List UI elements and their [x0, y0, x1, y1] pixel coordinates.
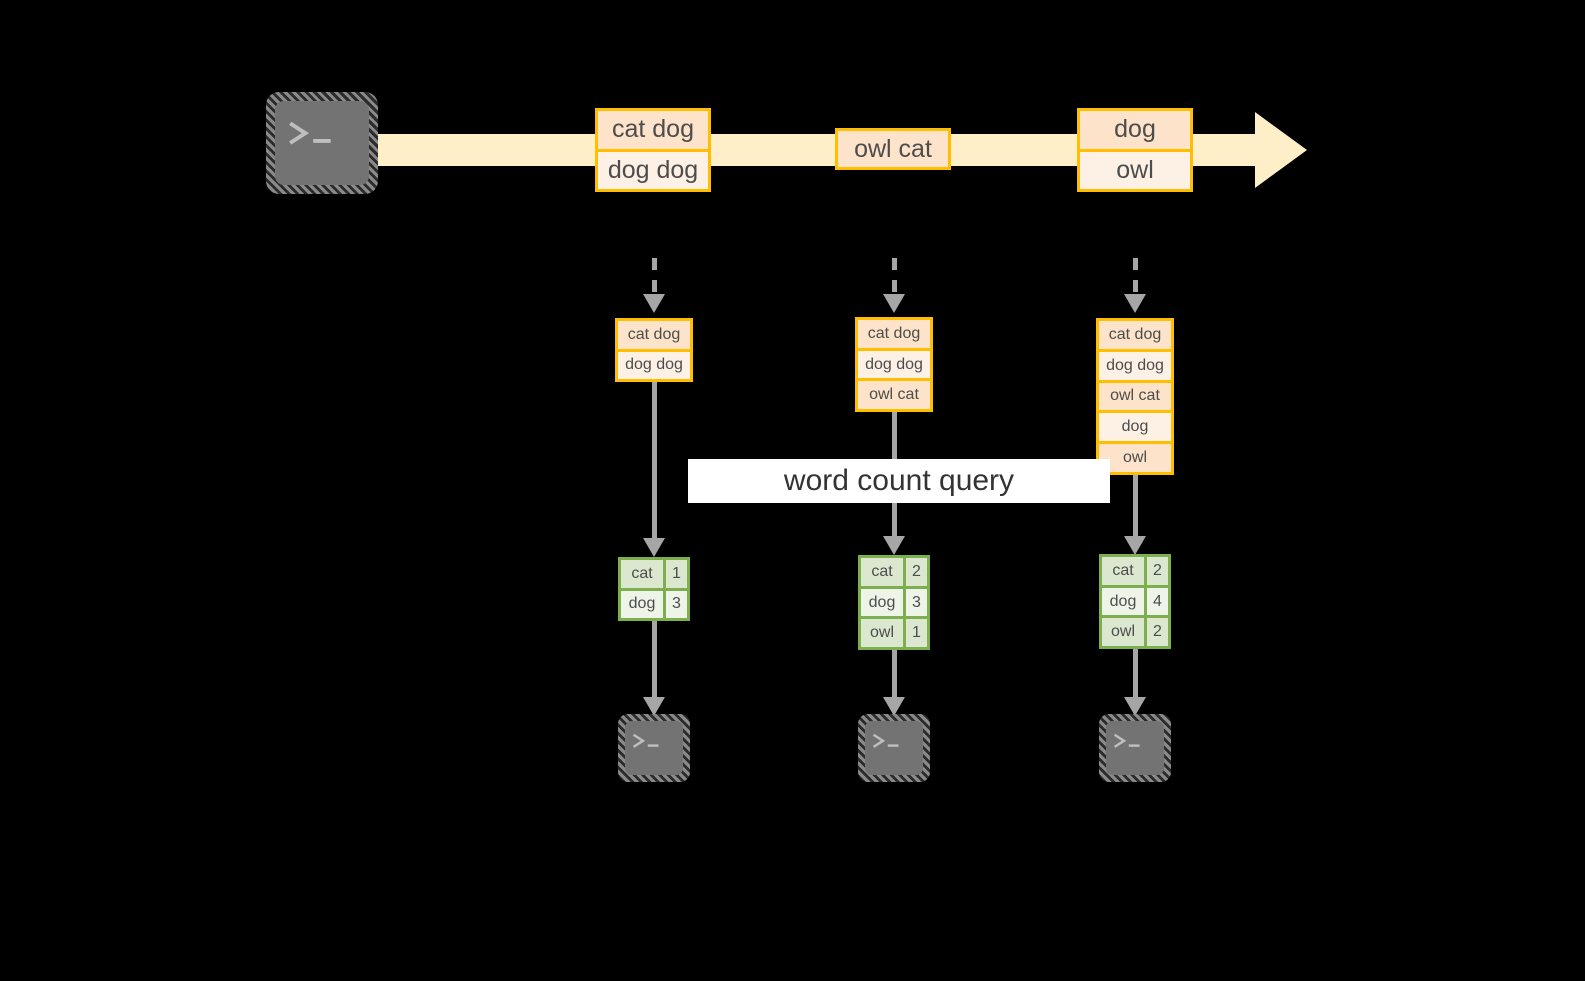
batch-line: owl cat [858, 378, 930, 410]
sink-terminal-icon-2[interactable] [858, 714, 930, 782]
terminal-prompt-icon [289, 122, 331, 146]
query-label: word count query [783, 464, 1015, 497]
table-cell-count: 3 [903, 588, 927, 617]
table-cell-word: cat [861, 558, 903, 586]
table-row: owl 2 [1102, 615, 1168, 647]
query-arrow-3 [1121, 475, 1149, 555]
query-arrow-1 [640, 382, 668, 557]
table-cell-word: owl [861, 619, 903, 648]
batch-line: dog dog [858, 347, 930, 379]
table-cell-count: 2 [1144, 618, 1168, 647]
message-line: owl [1080, 148, 1190, 189]
result-table-3[interactable]: cat 2 dog 4 owl 2 [1099, 554, 1171, 649]
batch-line: owl cat [1099, 379, 1171, 411]
sink-terminal-icon-1[interactable] [618, 714, 690, 782]
terminal-prompt-icon [632, 733, 659, 748]
table-cell-word: dog [1102, 587, 1144, 616]
terminal-screen [275, 101, 369, 185]
table-row: cat 2 [1102, 557, 1168, 585]
sink-arrow-2 [880, 650, 908, 716]
trigger-connector-2 [880, 258, 908, 313]
result-table-1[interactable]: cat 1 dog 3 [618, 557, 690, 621]
terminal-screen [625, 721, 683, 775]
table-cell-word: cat [1102, 557, 1144, 585]
terminal-screen [865, 721, 923, 775]
table-cell-word: owl [1102, 618, 1144, 647]
table-cell-word: cat [621, 560, 663, 588]
message-line: dog [1080, 111, 1190, 149]
query-label-band: word count query [688, 459, 1110, 503]
batch-line: cat dog [618, 321, 690, 349]
table-row: cat 1 [621, 560, 687, 588]
table-cell-count: 1 [663, 560, 687, 588]
sink-arrow-3 [1121, 649, 1149, 716]
table-row: dog 3 [621, 587, 687, 618]
batch-line: dog dog [1099, 348, 1171, 380]
table-cell-count: 4 [1144, 587, 1168, 616]
terminal-prompt-icon [872, 733, 899, 748]
message-line: dog dog [598, 148, 708, 189]
source-terminal-icon[interactable] [266, 92, 378, 194]
trigger-connector-3 [1121, 258, 1149, 313]
table-cell-count: 1 [903, 619, 927, 648]
table-cell-word: dog [621, 590, 663, 618]
table-row: owl 1 [861, 616, 927, 648]
trigger-connector-1 [640, 258, 668, 313]
stream-message-2[interactable]: owl cat [835, 128, 951, 170]
table-cell-count: 2 [903, 558, 927, 586]
stream-arrowhead [1255, 112, 1307, 188]
table-cell-word: dog [861, 588, 903, 617]
table-row: dog 4 [1102, 584, 1168, 616]
sink-arrow-1 [640, 621, 668, 716]
batch-box-2[interactable]: cat dog dog dog owl cat [855, 317, 933, 412]
table-row: dog 3 [861, 585, 927, 617]
batch-line: cat dog [858, 320, 930, 348]
batch-line: owl [1099, 441, 1171, 472]
terminal-screen [1106, 721, 1164, 775]
batch-line: cat dog [1099, 321, 1171, 349]
table-cell-count: 2 [1144, 557, 1168, 585]
batch-line: dog dog [618, 348, 690, 379]
batch-box-1[interactable]: cat dog dog dog [615, 318, 693, 382]
message-line: owl cat [838, 131, 948, 167]
result-table-2[interactable]: cat 2 dog 3 owl 1 [858, 555, 930, 650]
message-line: cat dog [598, 111, 708, 149]
batch-line: dog [1099, 410, 1171, 442]
terminal-prompt-icon [1113, 733, 1140, 748]
sink-terminal-icon-3[interactable] [1099, 714, 1171, 782]
stream-message-3[interactable]: dog owl [1077, 108, 1193, 192]
table-row: cat 2 [861, 558, 927, 586]
stream-message-1[interactable]: cat dog dog dog [595, 108, 711, 192]
table-cell-count: 3 [663, 590, 687, 618]
batch-box-3[interactable]: cat dog dog dog owl cat dog owl [1096, 318, 1174, 475]
